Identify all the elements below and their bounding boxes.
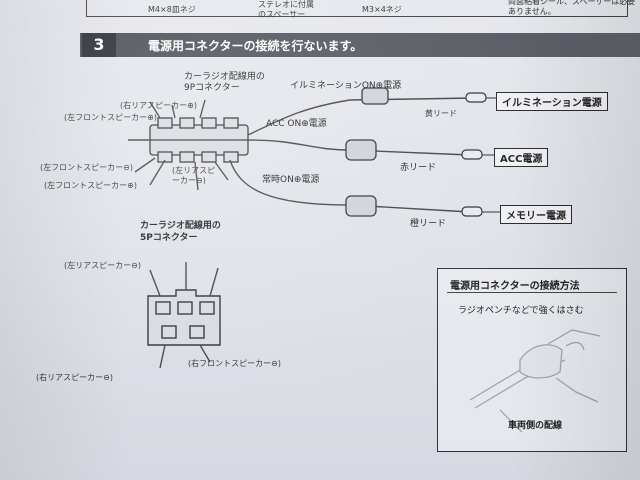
left-front-speaker-plus-label-2: (左フロントスピーカー⊕) bbox=[44, 181, 137, 190]
howto-panel bbox=[437, 268, 627, 452]
constant-on-label: 常時ON⊕電源 bbox=[262, 175, 320, 185]
9p-connector-caption: カーラジオ配線用の 9Pコネクター bbox=[184, 72, 265, 93]
acc-on-label: ACC ON⊕電源 bbox=[266, 119, 327, 129]
inline-connector-icon bbox=[345, 87, 389, 217]
left-rear-speaker-minus-label: (左リアスピ ーカー⊖) bbox=[172, 166, 216, 185]
orange-lead-label: 橙リード bbox=[410, 219, 447, 229]
m3-screw-label: M3×4ネジ bbox=[362, 5, 402, 14]
howto-divider bbox=[447, 292, 617, 293]
pliers-note: ラジオペンチなどで強くはさむ bbox=[458, 306, 584, 316]
9p-connector-icon bbox=[149, 117, 249, 163]
step-number: 3 bbox=[82, 33, 116, 57]
yellow-lead-label: 黄リード bbox=[425, 109, 457, 118]
step-header-bar bbox=[80, 33, 640, 57]
howto-title: 電源用コネクターの接続方法 bbox=[450, 281, 580, 292]
m4-screw-label: M4×8皿ネジ bbox=[148, 5, 196, 14]
red-lead-label: 赤リード bbox=[400, 163, 437, 173]
vehicle-wiring-label: 車両側の配線 bbox=[508, 421, 563, 431]
illumination-power-box: イルミネーション電源 bbox=[496, 92, 608, 111]
step-title: 電源用コネクターの接続を行ないます。 bbox=[148, 39, 363, 53]
right-rear-speaker-minus-label: (右リアスピーカー⊖) bbox=[36, 373, 113, 382]
acc-power-box: ACC電源 bbox=[494, 148, 549, 167]
left-front-speaker-minus-label: (左フロントスピーカー⊖) bbox=[40, 163, 133, 172]
previous-step-frame bbox=[86, 0, 628, 17]
stereo-spacer-label: ステレオに付属 のスペーサー bbox=[258, 0, 314, 19]
left-rear-speaker-minus-label-lower: (左リアスピーカー⊖) bbox=[64, 261, 141, 270]
memory-power-box: メモリー電源 bbox=[500, 205, 572, 224]
tape-note: 両面粘着シール、スペーサーは必要 ありません。 bbox=[508, 0, 636, 16]
left-front-speaker-plus-label: (左フロントスピーカー⊕) bbox=[64, 113, 157, 122]
5p-connector-caption: カーラジオ配線用の 5Pコネクター bbox=[140, 221, 221, 243]
right-rear-speaker-plus-label: (右リアスピーカー⊕) bbox=[120, 101, 197, 110]
right-front-speaker-minus-label: (右フロントスピーカー⊖) bbox=[188, 359, 281, 368]
illumination-on-label: イルミネーションON⊕電源 bbox=[290, 81, 402, 91]
5p-connector-icon bbox=[147, 289, 221, 346]
